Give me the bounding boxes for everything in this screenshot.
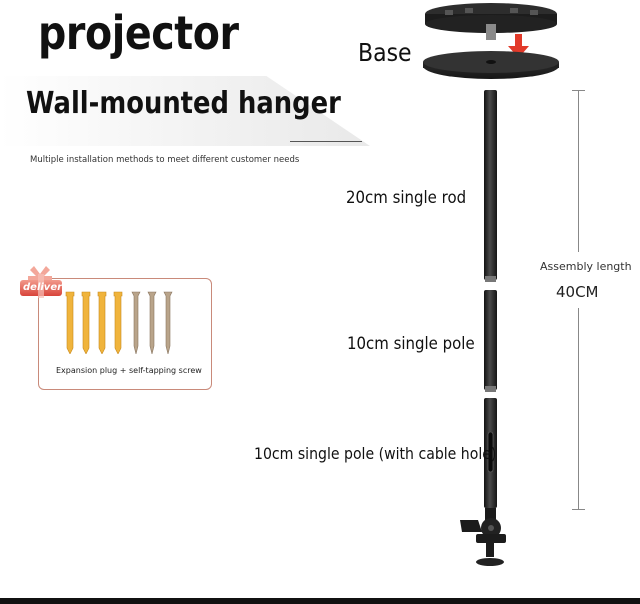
pole-10cm	[484, 290, 497, 392]
assembly-length-value: 40CM	[556, 283, 599, 301]
base-plate	[423, 51, 559, 79]
accessories-label: Expansion plug + self-tapping screw	[56, 366, 202, 375]
expansion-plug-icon	[65, 291, 123, 354]
pole-10cm-label: 10cm single pole	[347, 334, 475, 354]
subtitle-rule	[290, 141, 362, 142]
pole-10cm-cable-hole	[484, 398, 497, 508]
page-title: projector	[38, 6, 239, 60]
bottom-border	[0, 598, 640, 604]
installation-caption: Multiple installation methods to meet di…	[30, 155, 300, 165]
assembly-length-cap-bottom	[572, 509, 585, 510]
assembly-length-label: Assembly length	[540, 260, 632, 273]
rod-20cm-label: 20cm single rod	[346, 188, 467, 208]
screw-icon	[131, 291, 173, 354]
rod-20cm	[484, 90, 497, 282]
assembly-length-cap-top	[572, 90, 585, 91]
pole-cable-hole-label: 10cm single pole (with cable hole)	[254, 444, 497, 463]
deliver-tag-label: deliver	[23, 282, 63, 293]
ball-head-mount	[460, 508, 506, 566]
deliver-gift-icon	[20, 266, 62, 298]
plugs-and-screws-illustration	[65, 291, 173, 354]
product-subtitle: Wall-mounted hanger	[26, 86, 341, 121]
base-cap	[425, 3, 557, 40]
base-label: Base	[358, 38, 412, 67]
assembly-label-background	[540, 252, 620, 308]
